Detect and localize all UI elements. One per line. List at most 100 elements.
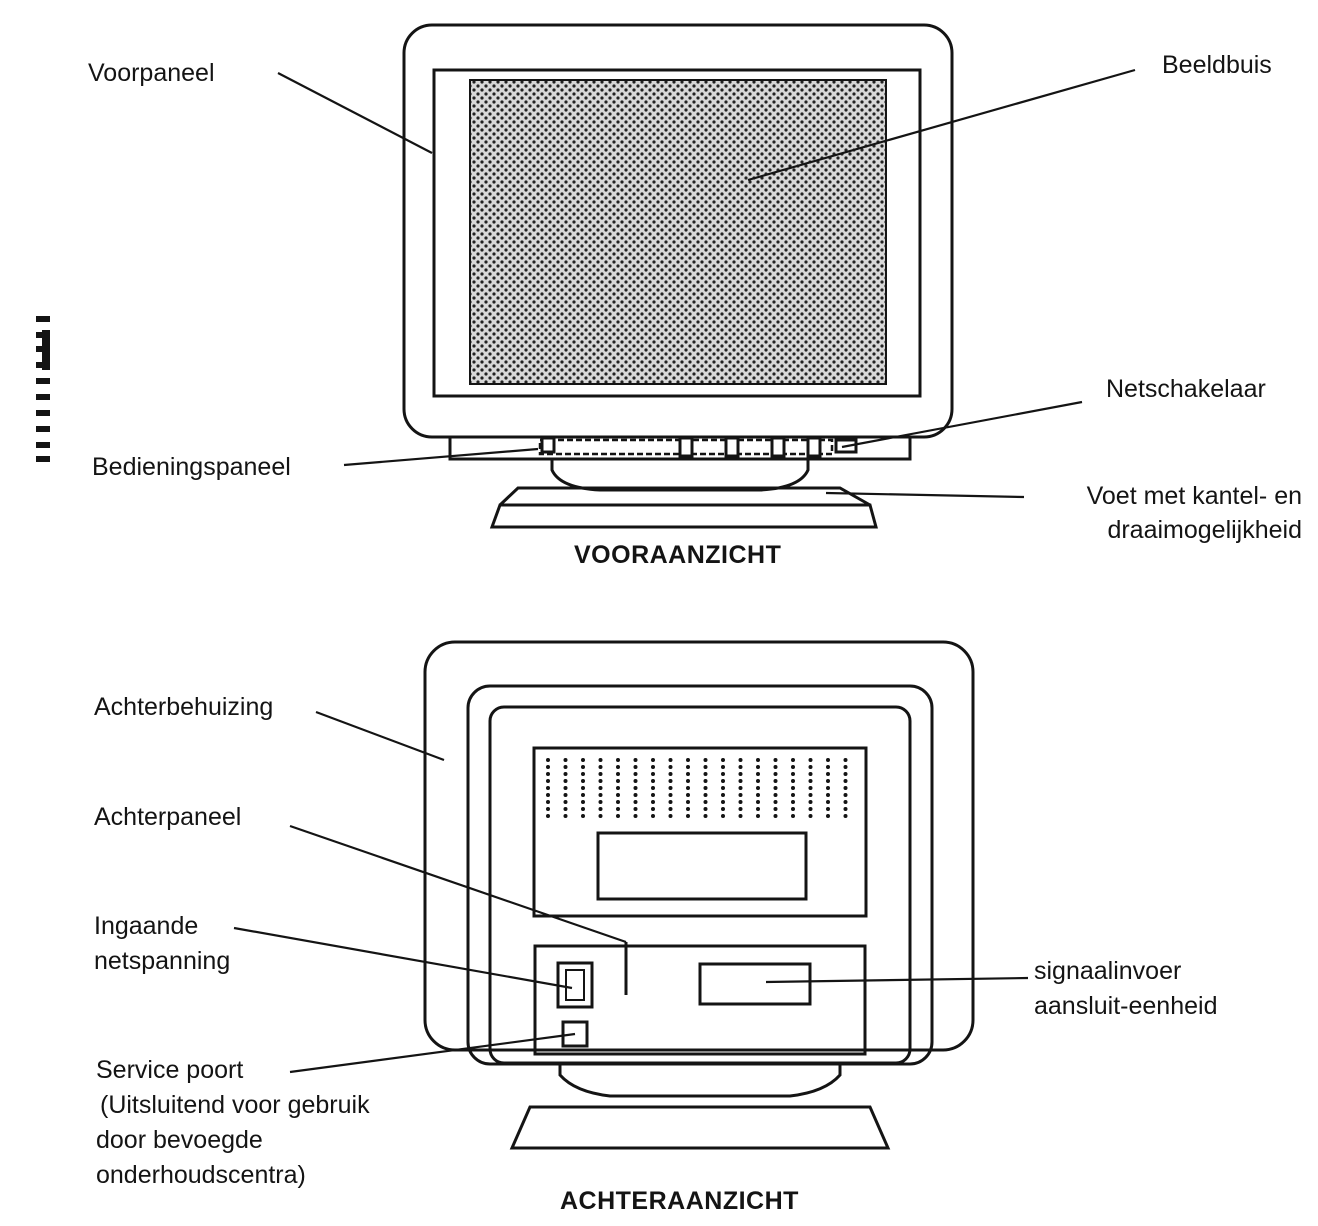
vent-hole [738,807,743,811]
vent-hole [633,772,638,776]
control-button [540,436,556,454]
label-service-line1: Service poort [96,1056,244,1084]
vent-hole [651,786,655,790]
vent-hole [616,758,620,762]
vent-hole [773,807,778,811]
vent-hole [791,786,795,790]
label-plate [596,831,808,901]
vent-hole [546,765,550,769]
label-voet-line1: Voet met kantel- en [1086,482,1302,510]
vent-hole [756,807,760,811]
control-button [806,436,822,458]
title-vooraanzicht: VOORAANZICHT [574,541,782,569]
vent-hole [773,793,778,797]
leader-voorpaneel [277,72,433,154]
vent-hole [686,786,690,790]
control-button [770,436,786,458]
vent-hole [546,772,550,776]
vent-hole [791,765,795,769]
connector-panel [533,944,867,1056]
vent-hole [703,807,708,811]
label-voet-line2: draaimogelijkheid [1107,516,1302,544]
label-ingaande-line1: Ingaande [94,912,199,940]
vent-hole [546,800,550,804]
label-achterbehuizing: Achterbehuizing [94,693,274,721]
vent-hole [581,758,585,762]
vent-hole [633,807,638,811]
vent-hole [686,765,690,769]
vent-hole [598,758,603,762]
label-achterpaneel: Achterpaneel [94,803,242,831]
vent-hole [563,814,568,818]
vent-hole [808,786,813,790]
leader-ingaande [233,926,573,990]
vent-hole [668,807,673,811]
rear-neck [558,1064,842,1098]
rear-housing [423,640,975,1052]
vent-hole [563,800,568,804]
vent-hole [843,814,848,818]
control-button [724,436,740,458]
leader-beeldbuis [747,68,1136,182]
vent-hole [598,779,603,783]
vent-hole [616,800,620,804]
vent-hole [843,765,848,769]
label-service-line2: (Uitsluitend voor gebruik [100,1091,370,1119]
vent-hole [633,758,638,762]
label-service-line4: onderhoudscentra) [96,1161,306,1189]
vent-hole [651,814,655,818]
leader-achterbehuizing [315,710,445,762]
vent-hole [773,758,778,762]
vent-hole [546,779,550,783]
vent-hole [791,779,795,783]
vent-hole [738,814,743,818]
vent-hole [686,758,690,762]
vent-hole [633,800,638,804]
vent-hole [808,765,813,769]
label-signaal-line2: aansluit-eenheid [1034,992,1218,1020]
rear-leader-lines [233,710,1029,1074]
vent-hole [598,765,603,769]
vent-hole [633,793,638,797]
vent-hole [633,765,638,769]
vent-hole [651,807,655,811]
vent-hole [826,772,830,776]
vent-hole [756,765,760,769]
front-neck [550,459,810,492]
vent-hole [546,786,550,790]
vent-hole [721,772,725,776]
vent-hole [738,779,743,783]
vent-hole [633,814,638,818]
front-monitor [402,23,954,529]
vent-hole [651,800,655,804]
vent-hole [738,793,743,797]
vent-hole [598,793,603,797]
vent-hole [843,800,848,804]
vent-hole [686,800,690,804]
vent-hole [826,807,830,811]
vent-hole [703,814,708,818]
vent-hole [581,786,585,790]
leader-signaal [765,976,1029,984]
vent-hole [756,800,760,804]
vent-hole [773,800,778,804]
vent-hole [616,814,620,818]
vent-hole [703,793,708,797]
front-leader-lines [277,68,1136,499]
vent-hole [668,772,673,776]
vent-hole [808,807,813,811]
vent-hole [738,800,743,804]
vent-hole [598,800,603,804]
vent-hole [756,793,760,797]
vent-hole [546,814,550,818]
vent-hole [616,793,620,797]
vent-hole [686,814,690,818]
vent-hole [773,772,778,776]
vent-hole [563,779,568,783]
vent-hole [651,793,655,797]
vent-hole [738,765,743,769]
label-voorpaneel: Voorpaneel [88,59,215,87]
vent-hole [581,814,585,818]
vent-hole [721,758,725,762]
